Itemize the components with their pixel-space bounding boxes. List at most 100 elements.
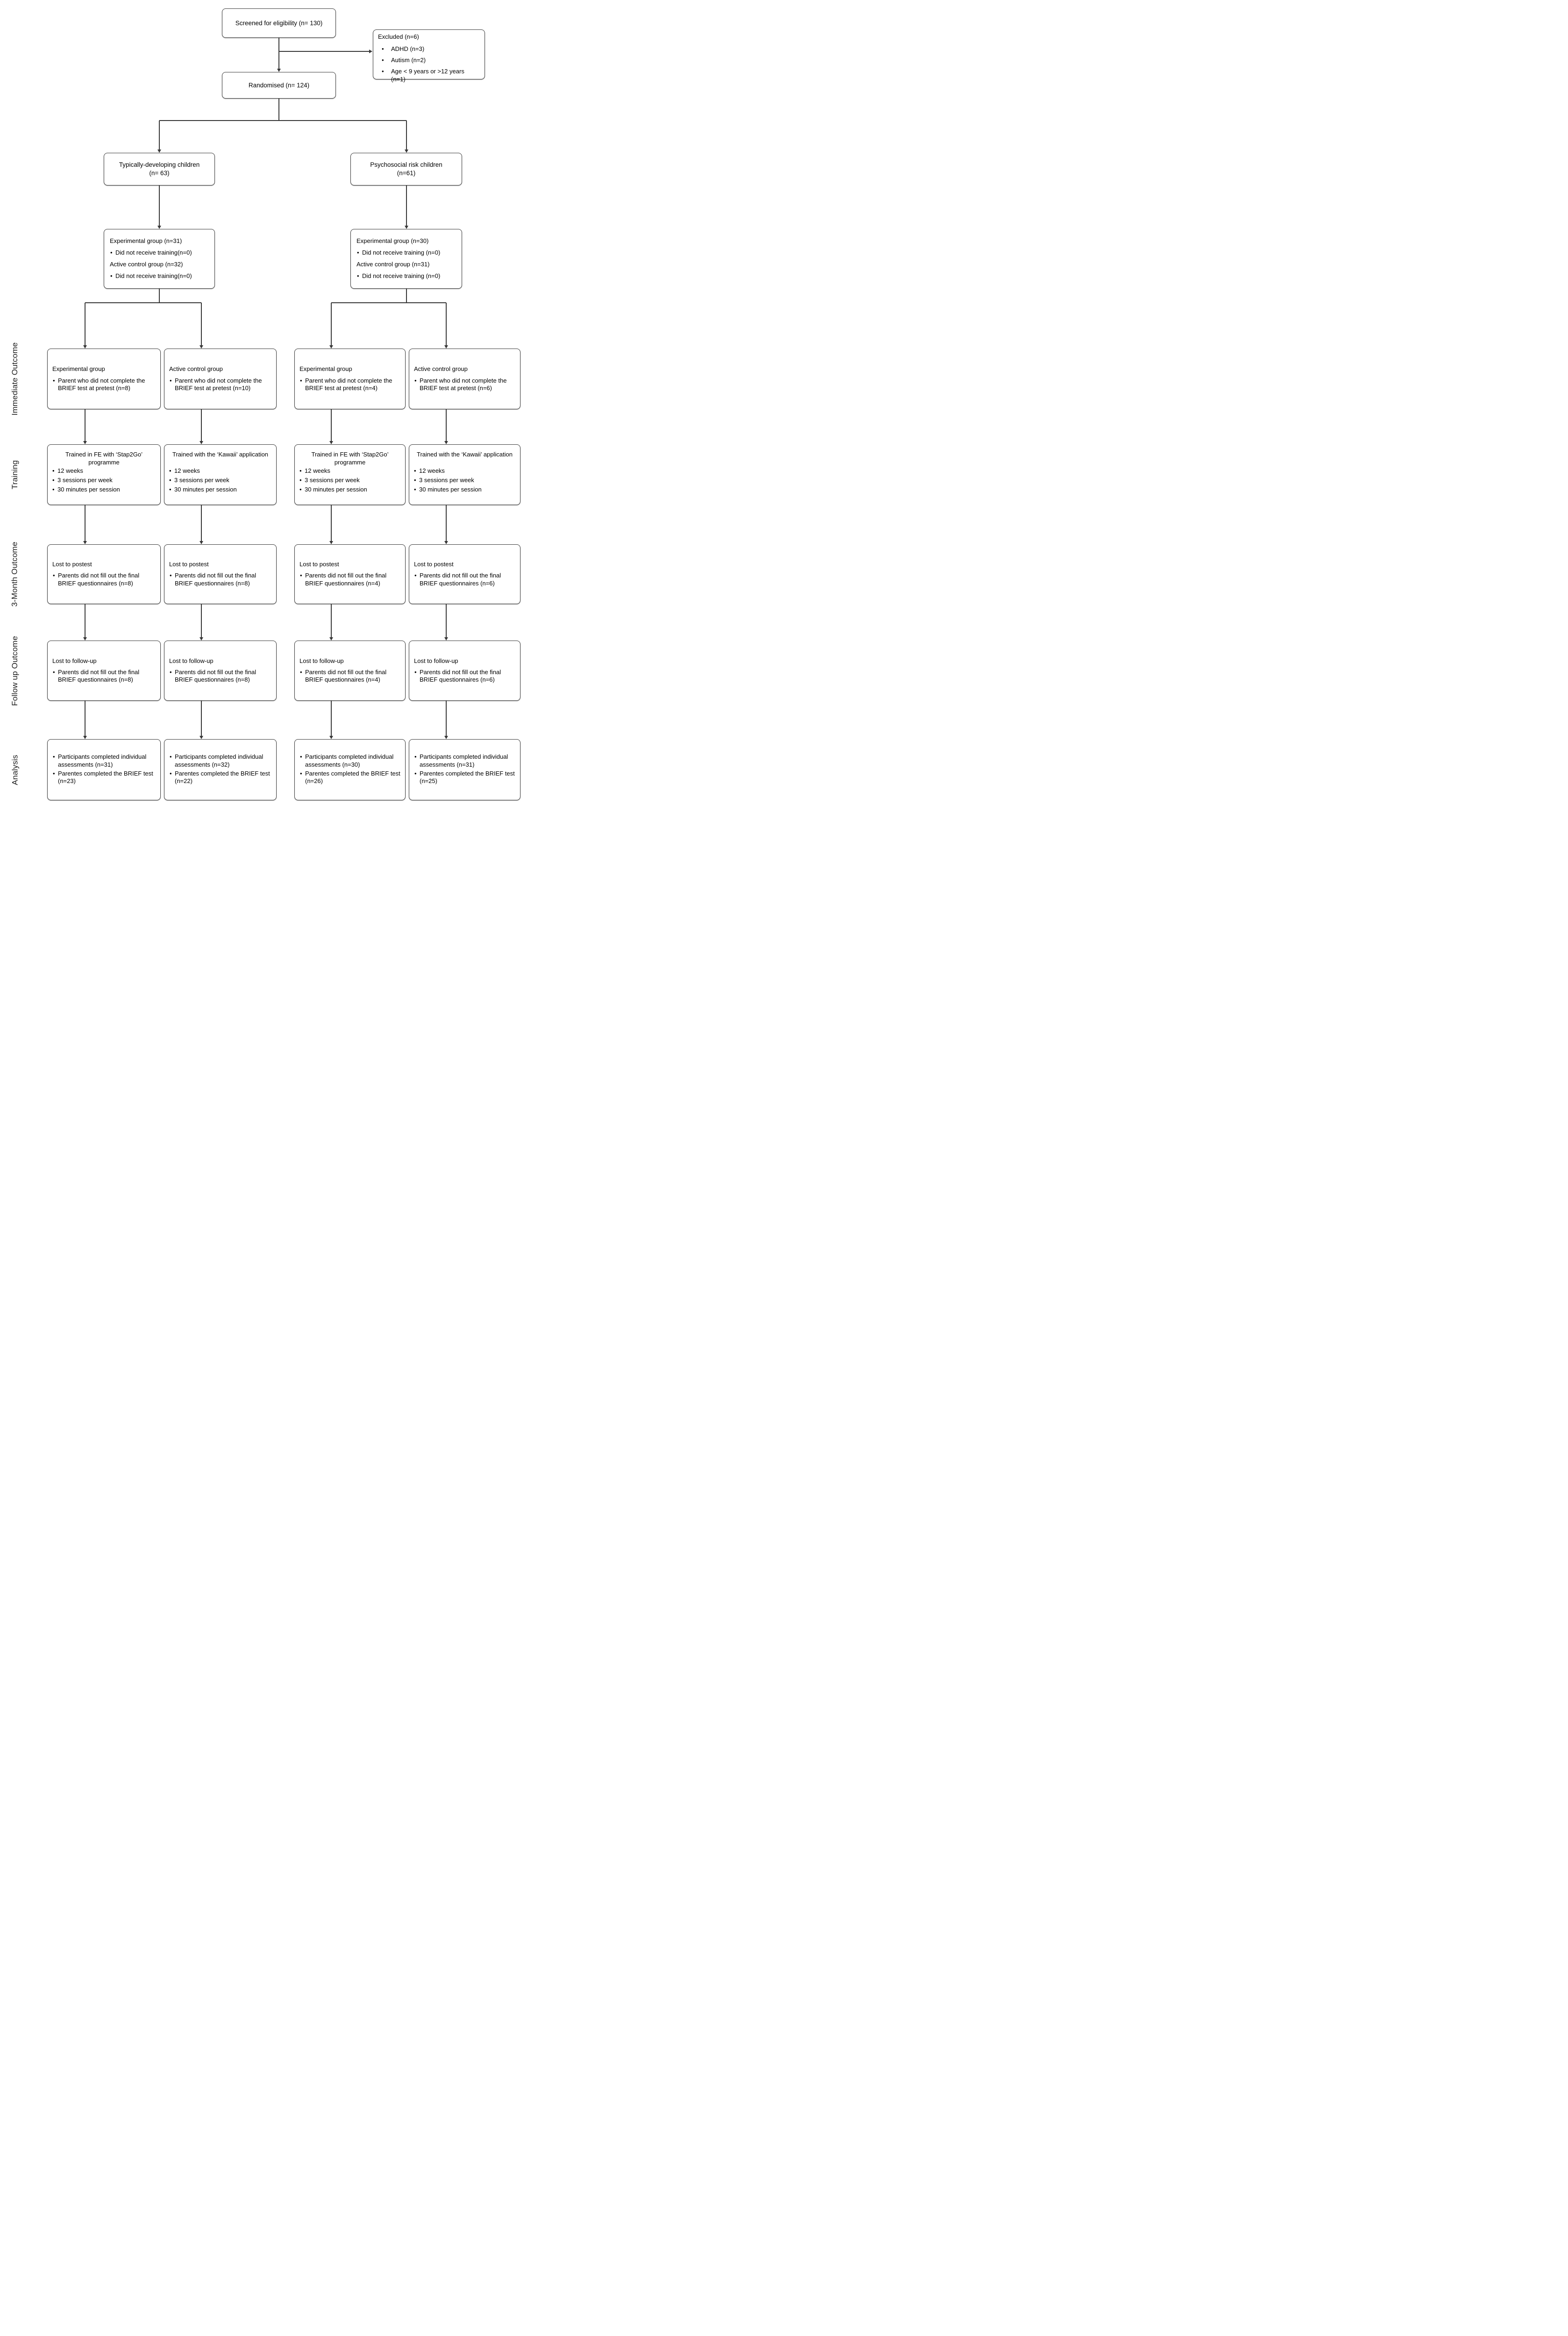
group-title: Experimental group [52, 365, 105, 372]
allocation-bullet: Did not receive training(n=0) [110, 272, 209, 280]
row-label-analysis: Analysis [10, 755, 19, 785]
training-bullet: 30 minutes per session [413, 486, 516, 494]
arm-count: (n= 63) [149, 170, 170, 177]
analysis-bullet: Parentes completed the BRIEF test (n=22) [169, 770, 271, 786]
connector-line [331, 505, 332, 541]
connector-line [159, 121, 160, 150]
analysis-box-td-ctrl: Participants completed individual assess… [164, 739, 277, 800]
analysis-bullet: Parentes completed the BRIEF test (n=23) [52, 770, 156, 786]
followup-box-td-ctrl: Lost to follow-up Parents did not fill o… [164, 641, 277, 701]
arrowhead-down [83, 441, 87, 444]
excluded-item: ADHD (n=3) [378, 45, 480, 53]
arrowhead-down [157, 226, 161, 229]
training-bullet: 12 weeks [413, 467, 516, 475]
allocation-line: Experimental group (n=30) [356, 237, 429, 245]
row-label-3-month-outcome: 3-Month Outcome [10, 541, 19, 607]
arrowhead-down [329, 345, 333, 349]
consort-flow-diagram: Screened for eligibility (n= 130) Exclud… [0, 0, 523, 802]
connector-line [331, 604, 332, 637]
connector-line [331, 701, 332, 736]
postest-box-td-exp: Lost to postest Parents did not fill out… [47, 544, 161, 604]
training-bullet: 30 minutes per session [52, 486, 156, 494]
training-title: Trained with the ‘Kawaii’ application [172, 451, 268, 458]
allocation-bullet: Did not receive training (n=0) [356, 272, 456, 280]
allocation-line: Active control group (n=32) [110, 261, 183, 268]
postest-box-pr-ctrl: Lost to postest Parents did not fill out… [409, 544, 520, 604]
connector-line [406, 121, 407, 150]
excluded-box: Excluded (n=6) ADHD (n=3) Autism (n=2) A… [373, 29, 485, 83]
arrowhead-down [329, 637, 333, 641]
lost-bullet: Parents did not fill out the final BRIEF… [299, 572, 400, 588]
allocation-line: Experimental group (n=31) [110, 237, 182, 245]
arrowhead-down [199, 637, 203, 641]
arrowhead-down [444, 637, 448, 641]
training-bullet: 12 weeks [299, 467, 401, 475]
training-bullet: 3 sessions per week [52, 477, 156, 484]
lost-title: Lost to postest [414, 561, 454, 568]
postest-box-td-ctrl: Lost to postest Parents did not fill out… [164, 544, 277, 604]
immediate-box-td-ctrl: Active control group Parent who did not … [164, 349, 277, 409]
row-label-follow-up-outcome: Follow up Outcome [10, 635, 20, 706]
arrowhead-down [329, 441, 333, 444]
arrowhead-down [199, 441, 203, 444]
allocation-box-risk: Experimental group (n=30) Did not receiv… [350, 229, 462, 289]
connector-line [446, 505, 447, 541]
analysis-bullet: Participants completed individual assess… [414, 753, 515, 769]
lost-bullet: Parents did not fill out the final BRIEF… [169, 669, 271, 684]
row-label-immediate-outcome: Immediate Outcome [10, 342, 19, 416]
immediate-box-pr-ctrl: Active control group Parent who did not … [409, 349, 520, 409]
connector-line [201, 303, 202, 345]
connector-line [331, 302, 446, 303]
lost-bullet: Parents did not fill out the final BRIEF… [169, 572, 271, 588]
lost-bullet: Parents did not fill out the final BRIEF… [414, 572, 515, 588]
arm-title: Typically-developing children [119, 161, 200, 169]
connector-line [201, 604, 202, 637]
lost-title: Lost to postest [299, 561, 339, 568]
arm-count: (n=61) [397, 170, 416, 177]
connector-line [159, 185, 160, 226]
immediate-box-pr-exp: Experimental group Parent who did not co… [294, 349, 406, 409]
followup-box-td-exp: Lost to follow-up Parents did not fill o… [47, 641, 161, 701]
followup-box-pr-exp: Lost to follow-up Parents did not fill o… [294, 641, 406, 701]
training-box-pr-ctrl: Trained with the ‘Kawaii’ application 12… [409, 444, 520, 505]
training-title: Trained in FE with ‘Stap2Go’ programme [65, 451, 143, 466]
arrowhead-down [444, 541, 448, 544]
allocation-line: Active control group (n=31) [356, 261, 430, 268]
analysis-bullet: Participants completed individual assess… [299, 753, 400, 769]
training-box-td-ctrl: Trained with the ‘Kawaii’ application 12… [164, 444, 277, 505]
connector-line [279, 51, 369, 52]
arrowhead-down [444, 736, 448, 739]
connector-line [446, 701, 447, 736]
arrowhead-down [277, 69, 281, 72]
lost-title: Lost to postest [52, 561, 92, 568]
connector-line [85, 302, 201, 303]
randomised-box: Randomised (n= 124) [222, 72, 336, 99]
analysis-box-pr-ctrl: Participants completed individual assess… [409, 739, 520, 800]
training-bullet: 30 minutes per session [299, 486, 401, 494]
training-bullet: 3 sessions per week [299, 477, 401, 484]
group-title: Experimental group [299, 365, 352, 372]
connector-line [446, 604, 447, 637]
connector-line [159, 120, 406, 121]
arrowhead-down [83, 637, 87, 641]
connector-line [406, 185, 407, 226]
training-bullet: 12 weeks [52, 467, 156, 475]
arrowhead-down [157, 150, 161, 153]
screened-text: Screened for eligibility (n= 130) [235, 19, 323, 27]
postest-box-pr-exp: Lost to postest Parents did not fill out… [294, 544, 406, 604]
arrowhead-down [83, 736, 87, 739]
training-box-pr-exp: Trained in FE with ‘Stap2Go’ programme 1… [294, 444, 406, 505]
arrowhead-down [444, 345, 448, 349]
connector-line [201, 409, 202, 441]
connector-line [201, 505, 202, 541]
training-bullet: 12 weeks [169, 467, 272, 475]
connector-line [85, 409, 86, 441]
connector-line [201, 701, 202, 736]
connector-line [85, 604, 86, 637]
excluded-title: Excluded (n=6) [378, 33, 419, 40]
group-title: Active control group [414, 365, 468, 372]
arrowhead-down [329, 541, 333, 544]
analysis-bullet: Parentes completed the BRIEF test (n=25) [414, 770, 515, 786]
connector-line [406, 289, 407, 303]
training-title: Trained in FE with ‘Stap2Go’ programme [311, 451, 389, 466]
